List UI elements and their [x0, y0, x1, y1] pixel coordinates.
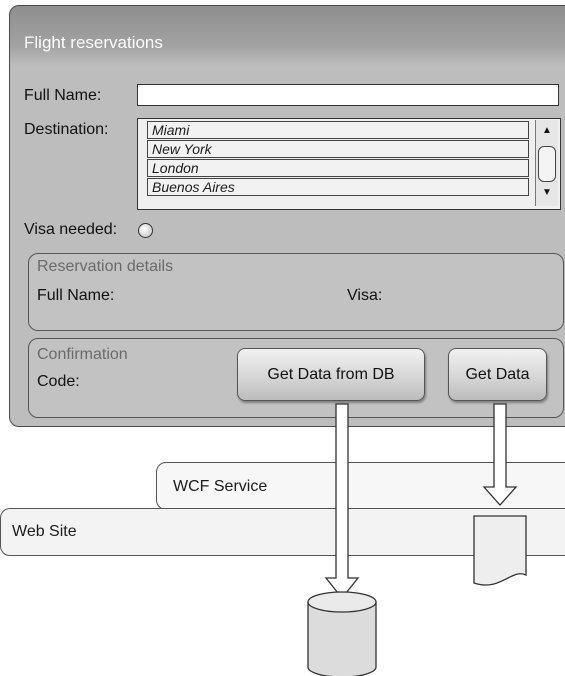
visa-needed-checkbox[interactable]	[138, 223, 153, 238]
database-icon	[307, 591, 377, 676]
full-name-input[interactable]	[137, 84, 559, 106]
get-data-from-db-button[interactable]: Get Data from DB	[237, 348, 425, 401]
scroll-up-arrow-icon[interactable]: ▲	[542, 125, 552, 136]
details-full-name-label: Full Name:	[37, 287, 115, 304]
destination-scrollbar[interactable]: ▲ ▼	[535, 120, 558, 206]
visa-needed-label: Visa needed:	[24, 221, 118, 238]
destination-option[interactable]: New York	[147, 140, 529, 158]
db-arrow	[324, 403, 360, 600]
wcf-service-label: WCF Service	[173, 478, 268, 495]
document-arrow	[482, 403, 518, 506]
destination-option[interactable]: Miami	[147, 121, 529, 139]
window-title: Flight reservations	[24, 33, 163, 52]
destination-option[interactable]: Buenos Aires	[147, 178, 529, 196]
scroll-thumb[interactable]	[538, 146, 556, 182]
web-site-label: Web Site	[12, 523, 77, 540]
reservation-details-group	[28, 253, 564, 331]
destination-label: Destination:	[24, 121, 109, 138]
full-name-label: Full Name:	[24, 87, 102, 104]
document-icon	[473, 515, 527, 586]
confirmation-title: Confirmation	[37, 346, 128, 363]
get-data-button[interactable]: Get Data	[448, 348, 547, 401]
web-site-box	[0, 508, 565, 556]
scroll-down-arrow-icon[interactable]: ▼	[542, 187, 552, 198]
destination-listbox[interactable]: Miami New York London Buenos Aires	[137, 118, 561, 210]
reservation-details-title: Reservation details	[37, 258, 174, 275]
code-label: Code:	[37, 373, 80, 390]
destination-option[interactable]: London	[147, 159, 529, 177]
details-visa-label: Visa:	[347, 287, 383, 304]
